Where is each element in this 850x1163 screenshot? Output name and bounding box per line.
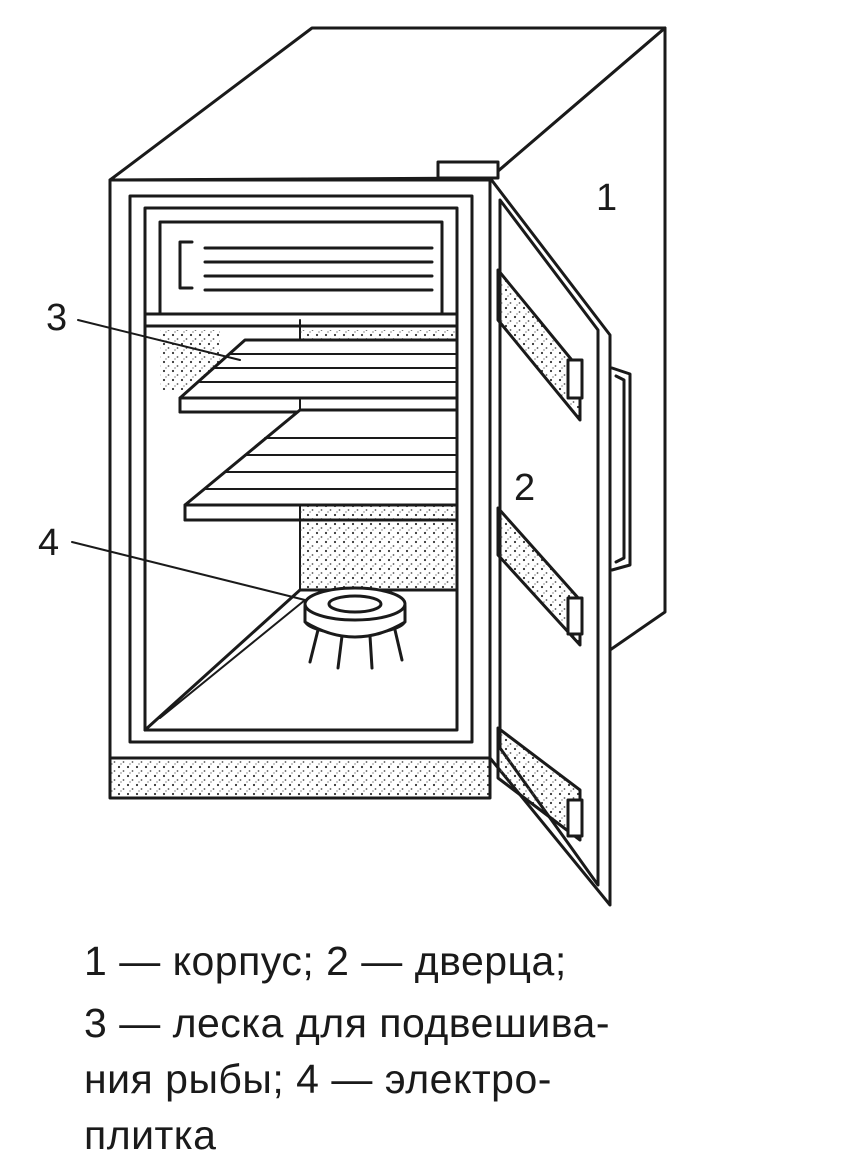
caption-line-4: плитка [84, 1112, 217, 1158]
leader-line-4b [159, 599, 306, 719]
callout-1: 1 [596, 177, 617, 219]
freezer-compartment [143, 220, 459, 328]
door-shelf-middle [496, 506, 584, 647]
lower-hanging-rack [183, 408, 459, 522]
callout-2: 2 [514, 467, 535, 509]
upper-hanging-rack [178, 338, 459, 414]
leader-line-3 [77, 319, 241, 361]
open-door [436, 160, 632, 907]
caption-line-3: ния рыбы; 4 — электро- [84, 1056, 552, 1102]
door-shelf-bottom [496, 726, 584, 842]
electric-hotplate [303, 586, 407, 670]
door-shelf-top [496, 268, 584, 422]
callout-3: 3 [46, 297, 67, 339]
caption-line-2: 3 — леска для подвешива- [84, 1000, 611, 1046]
caption-line-1: 1 — корпус; 2 — дверца; [84, 938, 567, 984]
leader-line-4 [71, 541, 306, 601]
callout-4: 4 [38, 522, 59, 564]
